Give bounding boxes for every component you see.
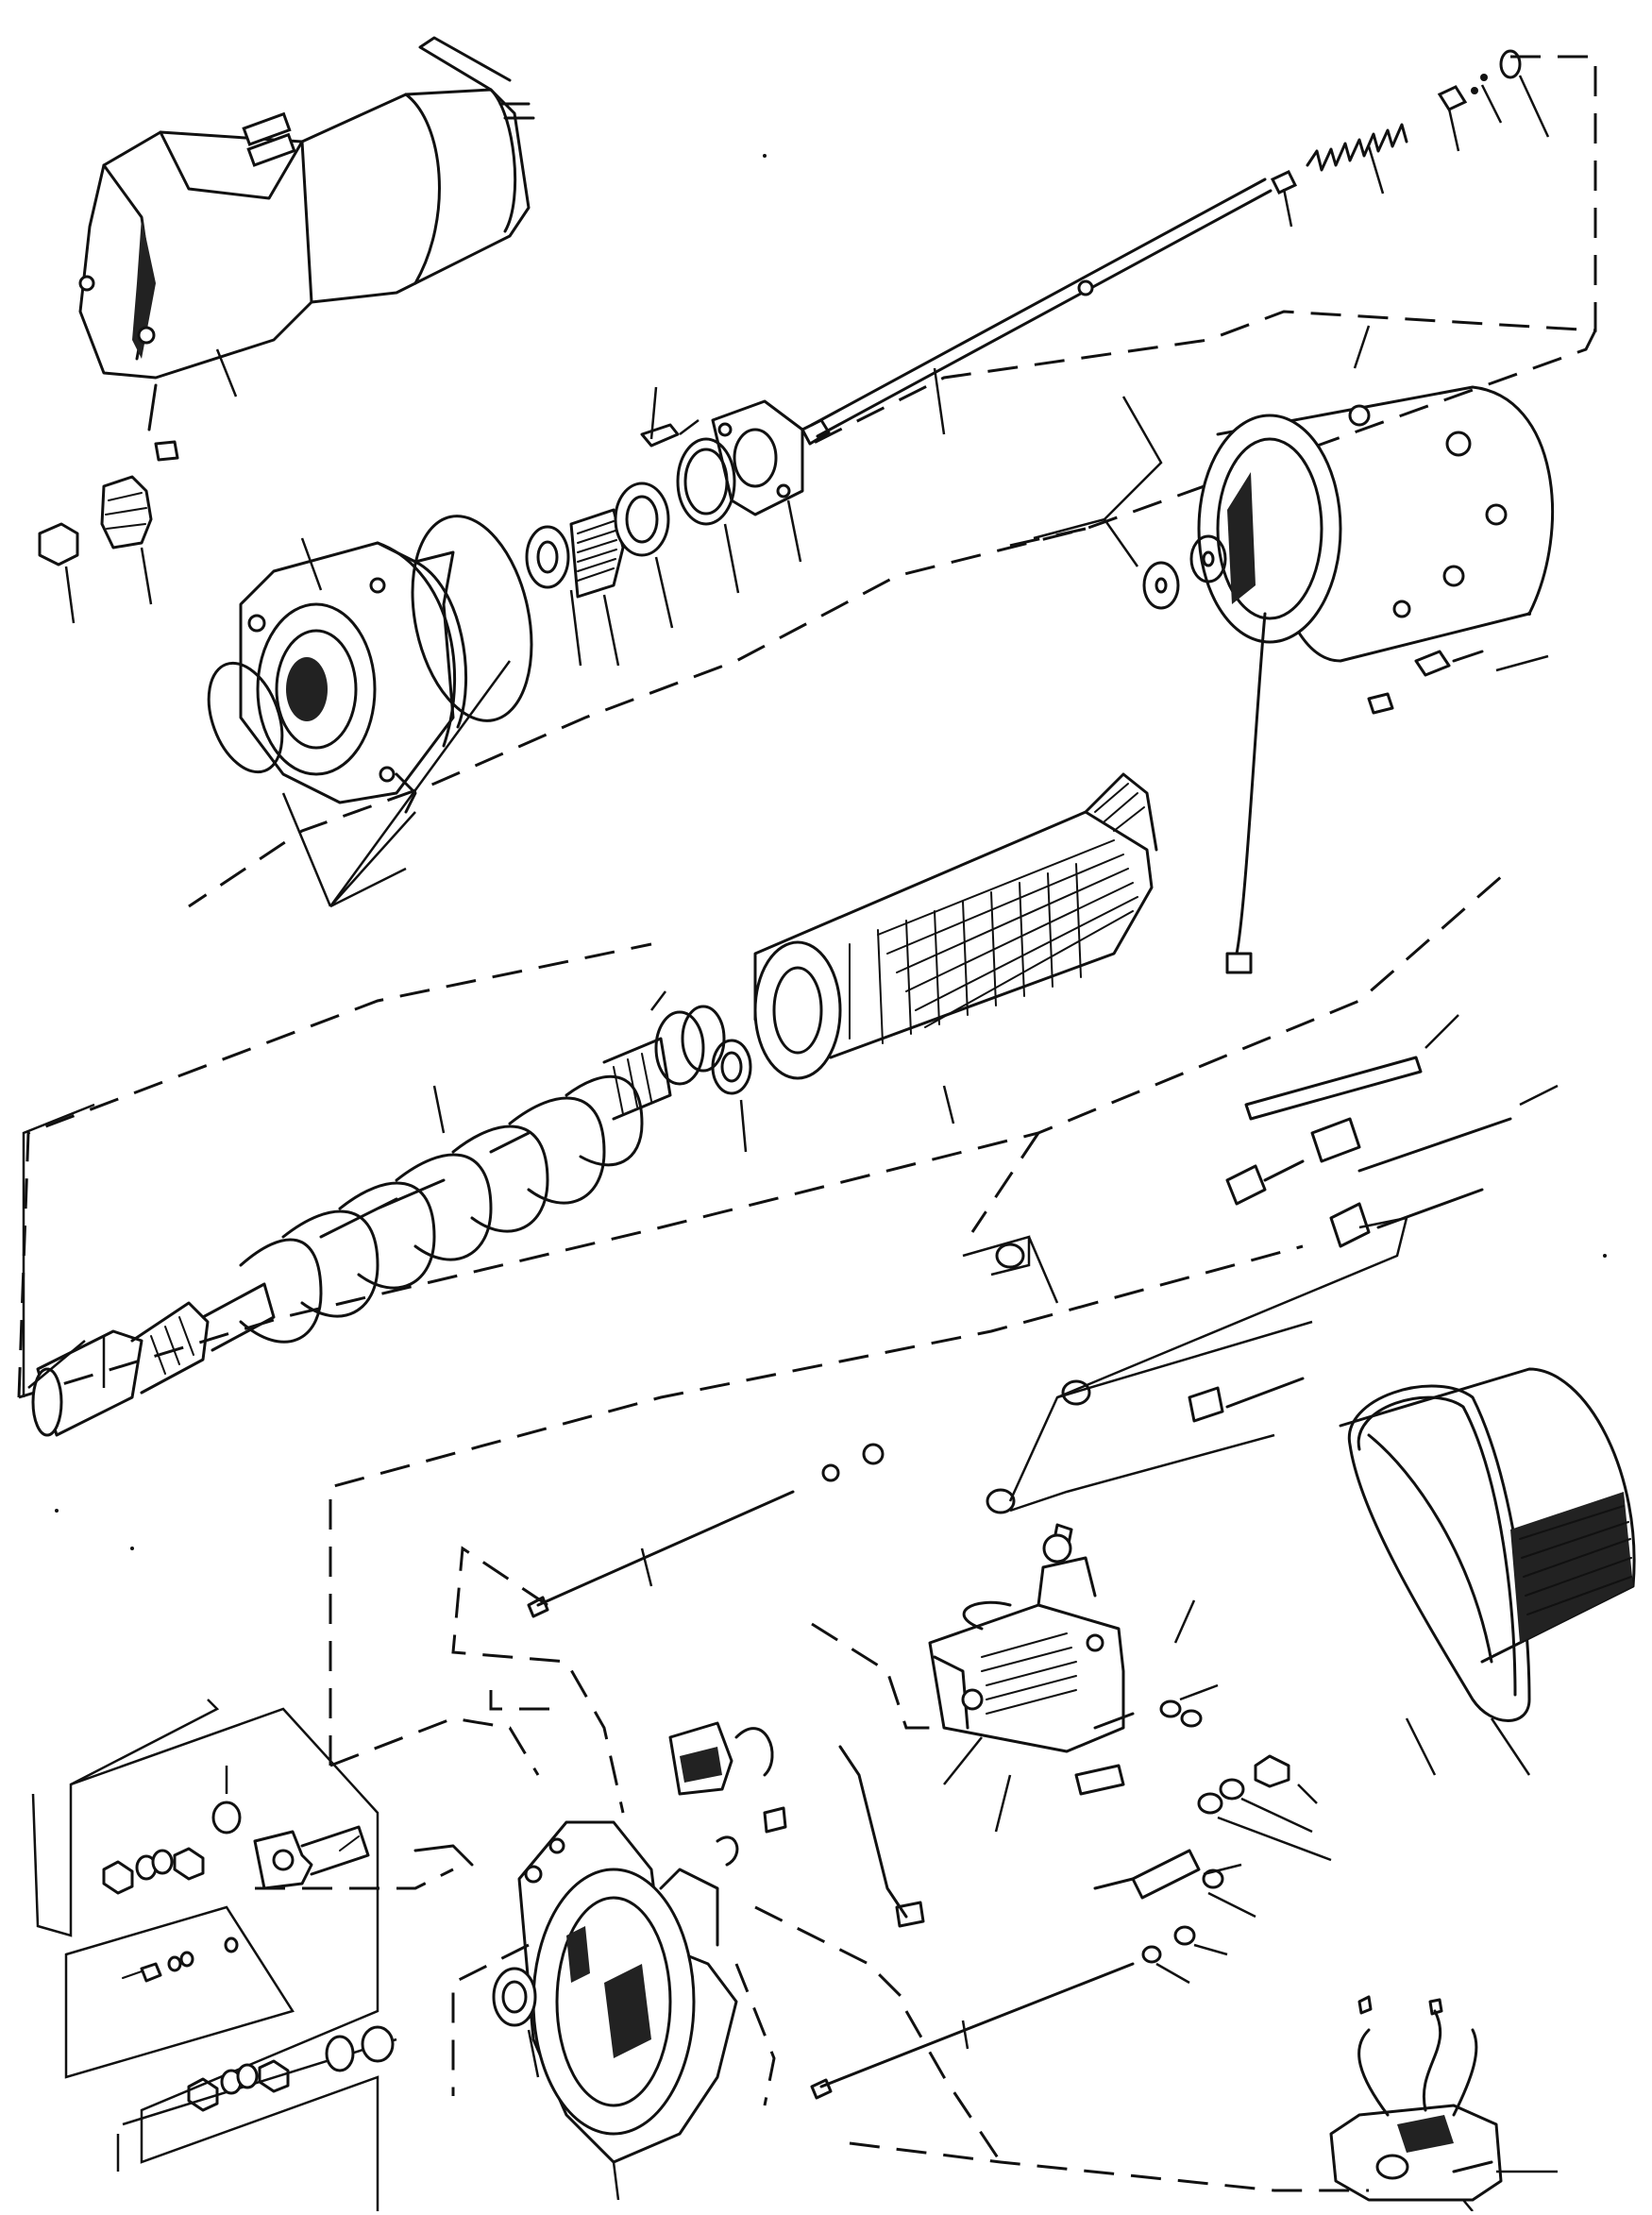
relay-switch (1329, 1995, 1558, 2212)
solenoid-plunger-rod (801, 170, 1298, 446)
commutator-end-housing (517, 1820, 738, 2201)
o-ring-seal (207, 515, 533, 908)
bearing-race (614, 482, 674, 629)
field-coil-band (1339, 1367, 1636, 1776)
thrust-washer (676, 437, 740, 594)
plunger-spring (1306, 49, 1550, 194)
dashed-assembly-lines (17, 55, 1597, 1766)
bearing-retainer-plate (640, 386, 804, 563)
commutator-bearing (492, 1967, 540, 2078)
woodruff-key (147, 383, 179, 462)
scan-specks (55, 154, 1607, 1550)
pinion-gear (100, 475, 153, 605)
armature (753, 772, 1158, 1124)
field-frame-housing (1197, 325, 1555, 974)
shim-washers (1033, 396, 1227, 610)
roller-bearing (525, 508, 625, 667)
armature-bearing (711, 1039, 752, 1153)
pinion-nut (38, 522, 79, 624)
pinion-drive-shaft (22, 990, 726, 1437)
through-bolt (527, 1443, 1228, 2100)
solenoid-hardware (1093, 1699, 1332, 1919)
drive-end-housing (239, 537, 468, 814)
terminal-stud-kit (31, 1699, 474, 2215)
solenoid-switch (928, 1523, 1219, 1833)
brush-springs (668, 1721, 925, 1928)
brush-holder-plate (962, 1014, 1559, 1514)
lower-dashed-lines (255, 1546, 1369, 2192)
starter-motor-assembly (78, 36, 535, 397)
